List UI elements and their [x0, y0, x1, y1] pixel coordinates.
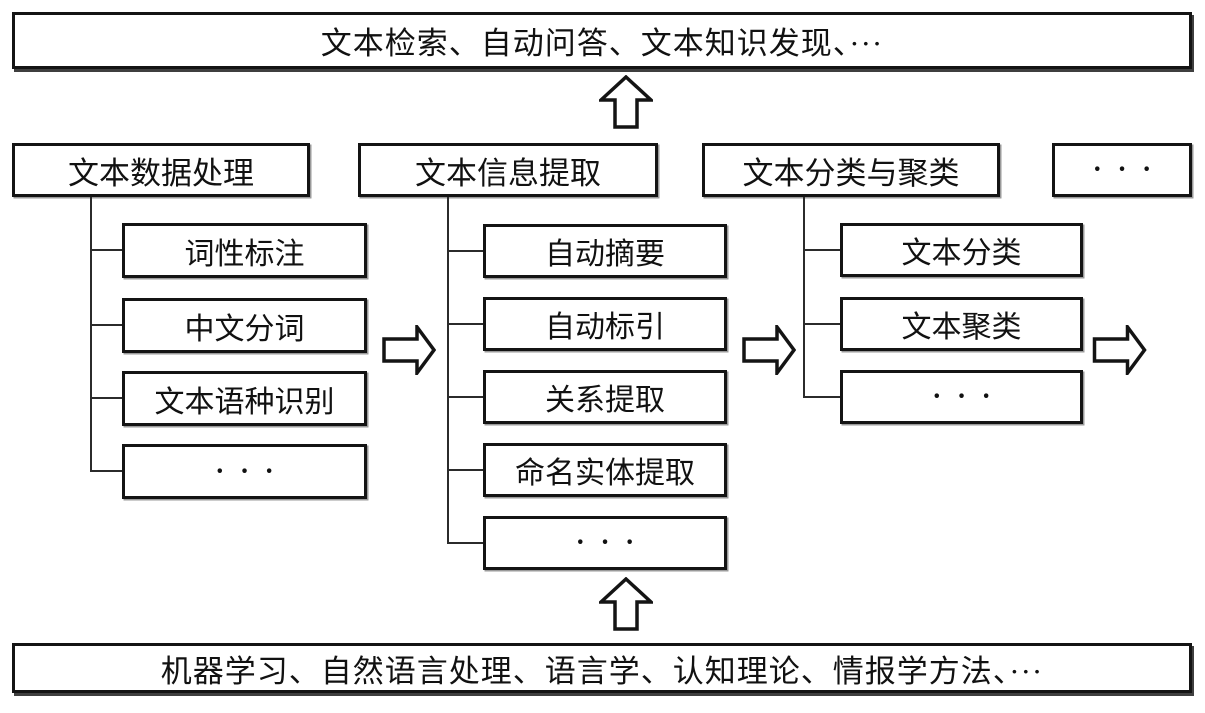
column3-item: 文本聚类	[840, 297, 1083, 351]
connector-line	[90, 249, 122, 251]
connector-line	[803, 197, 805, 397]
connector-line	[447, 469, 483, 471]
column2-item: 关系提取	[483, 370, 727, 424]
column2-header: 文本信息提取	[358, 143, 658, 197]
applications-bar: 文本检索、自动问答、文本知识发现、···	[12, 12, 1192, 69]
connector-line	[447, 323, 483, 325]
connector-line	[447, 197, 449, 543]
connector-line	[90, 397, 122, 399]
connector-line	[803, 396, 840, 398]
right-arrow-icon	[1092, 325, 1147, 375]
up-arrow-icon	[599, 577, 653, 631]
column1-item-ellipsis: ···	[122, 444, 367, 499]
column3-header: 文本分类与聚类	[702, 143, 1000, 197]
connector-line	[803, 323, 840, 325]
column2-item: 自动摘要	[483, 224, 727, 278]
column1-item: 文本语种识别	[122, 371, 367, 426]
column1-item: 词性标注	[122, 223, 367, 278]
column3-item: 文本分类	[840, 223, 1083, 277]
connector-line	[447, 396, 483, 398]
column2-item: 命名实体提取	[483, 443, 727, 497]
connector-line	[90, 197, 92, 471]
column2-item: 自动标引	[483, 297, 727, 351]
column2-item-ellipsis: ···	[483, 516, 727, 570]
column4-header-ellipsis: ···	[1052, 143, 1192, 197]
connector-line	[90, 470, 122, 472]
column1-header: 文本数据处理	[12, 143, 310, 197]
up-arrow-icon	[599, 75, 653, 129]
column3-item-ellipsis: ···	[840, 370, 1083, 424]
foundations-bar: 机器学习、自然语言处理、语言学、认知理论、情报学方法、···	[12, 643, 1192, 693]
right-arrow-icon	[742, 325, 796, 375]
connector-line	[447, 250, 483, 252]
connector-line	[90, 324, 122, 326]
connector-line	[803, 249, 840, 251]
connector-line	[447, 542, 483, 544]
column1-item: 中文分词	[122, 298, 367, 353]
right-arrow-icon	[382, 325, 436, 375]
